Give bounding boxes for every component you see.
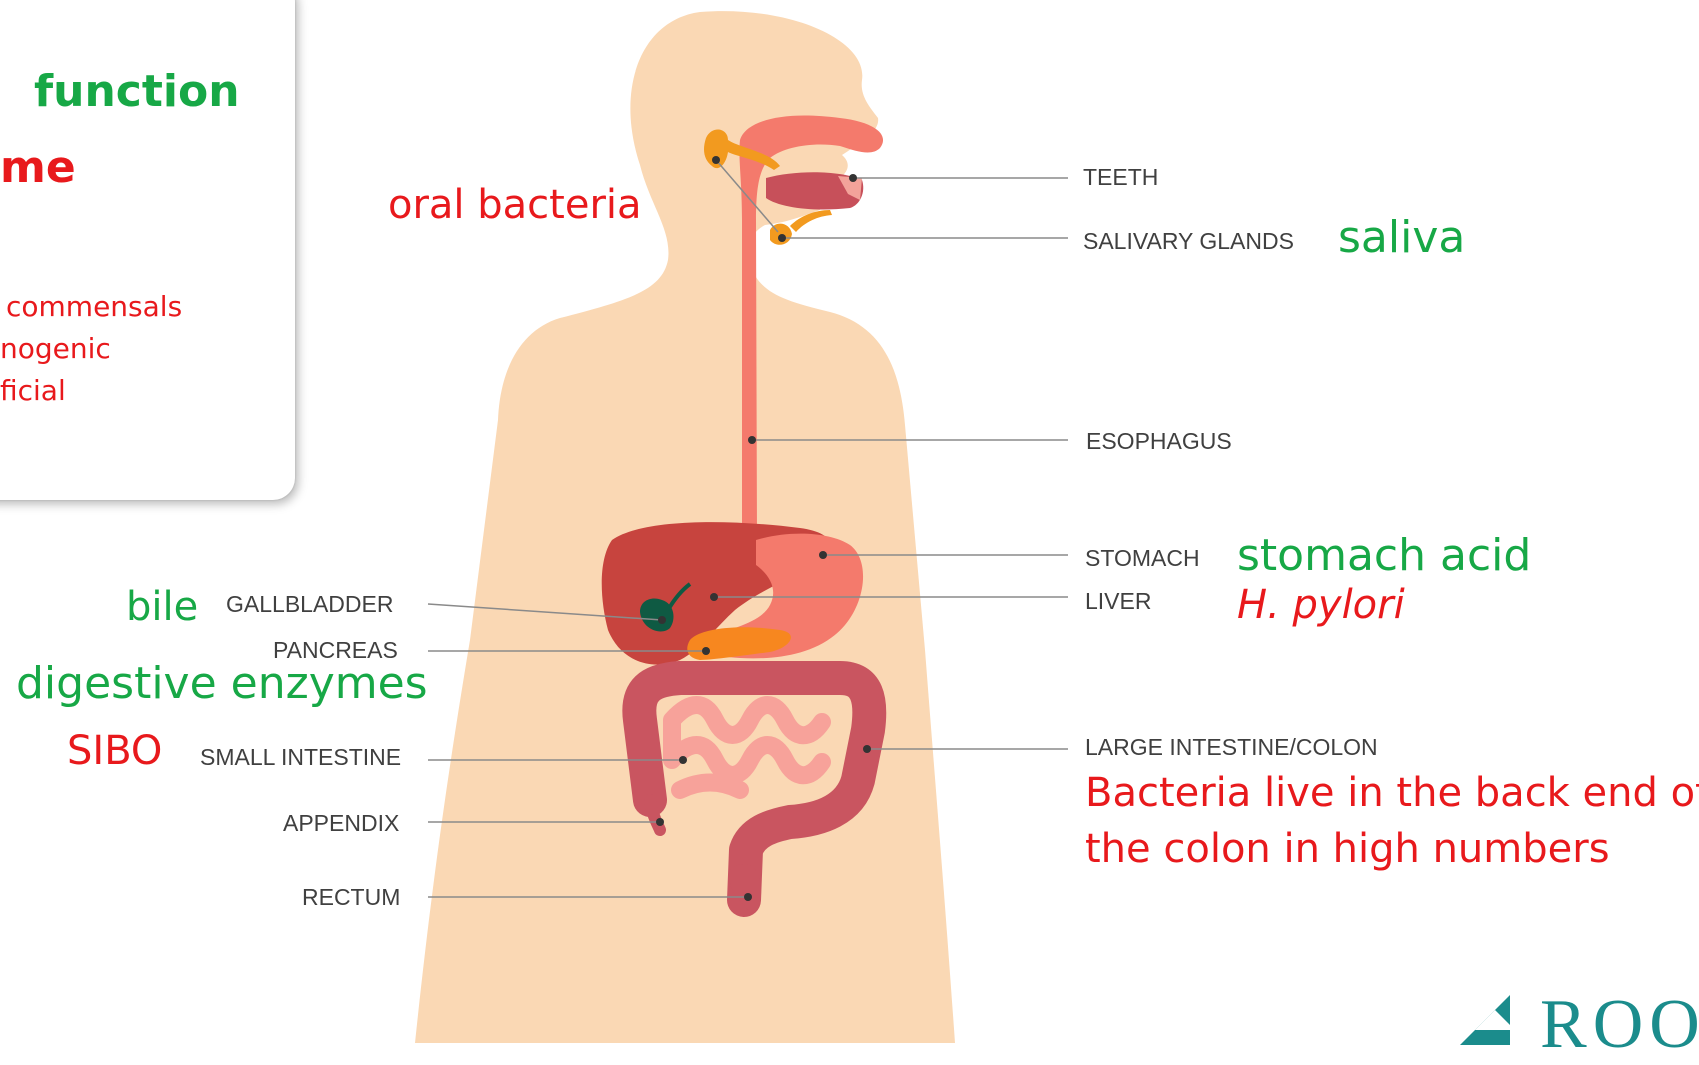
note-bile: bile xyxy=(126,584,198,630)
note-oral-bacteria: oral bacteria xyxy=(388,182,642,228)
human-body-illustration xyxy=(0,0,1699,1043)
note-sibo: SIBO xyxy=(67,728,162,774)
logo-text: ROOT xyxy=(1540,985,1699,1065)
label-stomach: STOMACH xyxy=(1085,545,1200,572)
label-teeth: TEETH xyxy=(1083,164,1158,191)
note-stomach-acid: stomach acid xyxy=(1237,530,1531,581)
note-digestive-enzymes: digestive enzymes xyxy=(16,658,428,709)
label-rectum: RECTUM xyxy=(302,884,400,911)
label-gallbladder: GALLBLADDER xyxy=(226,591,393,618)
label-large-intestine: LARGE INTESTINE/COLON xyxy=(1085,734,1378,761)
digestive-system-slide: function me commensals nogenic ficial xyxy=(0,0,1699,1043)
note-saliva: saliva xyxy=(1338,212,1465,263)
label-liver: LIVER xyxy=(1085,588,1151,615)
label-esophagus: ESOPHAGUS xyxy=(1086,428,1232,455)
logo-mark-icon xyxy=(1455,985,1535,1045)
label-salivary-glands: SALIVARY GLANDS xyxy=(1083,228,1294,255)
label-appendix: APPENDIX xyxy=(283,810,399,837)
note-colon-line-2: the colon in high numbers xyxy=(1085,826,1610,872)
note-colon-line-1: Bacteria live in the back end of xyxy=(1085,770,1699,816)
note-h-pylori: H. pylori xyxy=(1237,582,1405,628)
label-small-intestine: SMALL INTESTINE xyxy=(200,744,401,771)
